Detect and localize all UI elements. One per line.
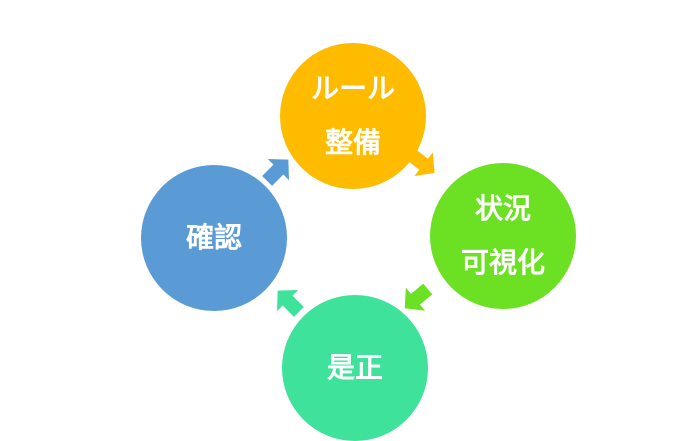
node-rule-line-2: 整備: [324, 126, 381, 159]
node-confirm-line-1: 確認: [185, 221, 242, 254]
cycle-diagram: ルール 整備 状況 可視化 是正 確認: [141, 43, 576, 441]
node-visual-line-1: 状況: [474, 192, 531, 225]
node-status-visualization: 状況 可視化: [430, 163, 576, 309]
node-correction: 是正: [282, 295, 428, 441]
node-fix-line-1: 是正: [326, 351, 383, 384]
node-rule-maintenance: ルール 整備: [280, 43, 426, 189]
node-visual-line-2: 可視化: [460, 246, 545, 279]
node-rule-line-1: ルール: [310, 72, 395, 105]
node-confirmation: 確認: [141, 165, 287, 311]
